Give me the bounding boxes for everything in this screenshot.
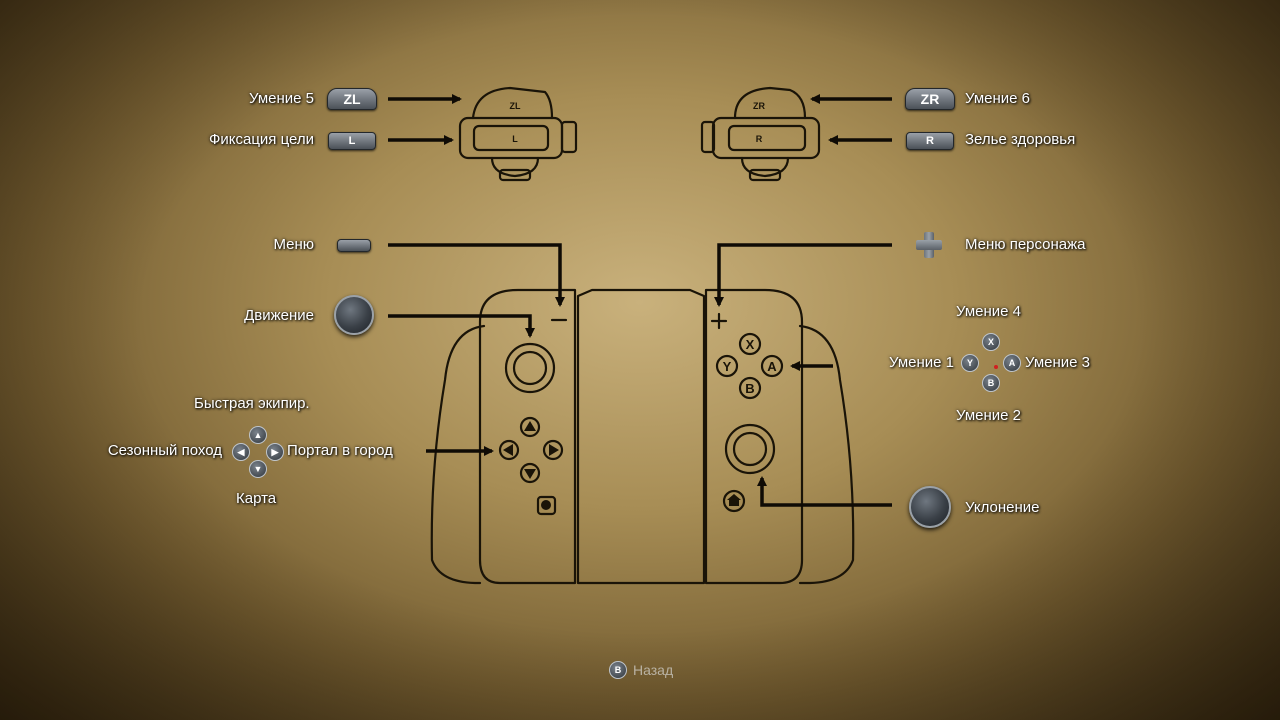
arrow-left-stick [388,314,535,338]
zl-button-icon: ZL [327,88,377,110]
face-center-dot [994,365,998,369]
left-stick-icon [334,295,374,335]
label-dodge: Уклонение [965,499,1040,516]
label-skill-3: Умение 3 [1025,354,1091,371]
plus-button-icon [914,230,944,260]
label-skill-5: Умение 5 [248,90,314,107]
diagram-x-text: X [746,337,755,352]
dpad-right-icon: ▶ [266,443,284,461]
y-button-icon: Y [961,354,979,372]
diagram-y-text: Y [723,359,732,374]
label-character-menu: Меню персонажа [965,236,1086,253]
back-prompt[interactable]: B Назад [609,660,673,680]
label-movement: Движение [244,307,314,324]
a-button-icon: A [1003,354,1021,372]
zr-button-icon: ZR [905,88,955,110]
diagram-l-text: L [512,134,518,144]
dpad-up-icon: ▲ [249,426,267,444]
grip-illustration [430,288,855,585]
diagram-a-text: A [767,359,777,374]
label-menu: Меню [273,236,314,253]
diagram-b-text: B [745,381,754,396]
label-quick-equip: Быстрая экипир. [194,395,310,412]
label-health-potion: Зелье здоровья [965,131,1076,148]
arrow-right-stick [757,476,892,507]
l-button-icon: L [328,132,376,150]
back-label: Назад [633,662,674,678]
b-button-icon-footer: B [609,661,627,679]
dpad-down-icon: ▼ [249,460,267,478]
diagram-zr-text: ZR [753,101,765,111]
arrow-minus [388,243,565,307]
label-target-lock: Фиксация цели [208,131,314,148]
right-stick-icon [909,486,951,528]
label-skill-4: Умение 4 [956,303,1022,320]
b-button-icon: B [982,374,1000,392]
diagram-r-text: R [756,134,763,144]
label-town-portal: Портал в город [287,442,393,459]
r-button-icon: R [906,132,954,150]
label-map: Карта [236,490,277,507]
label-seasonal-journey: Сезонный поход [107,442,222,459]
label-skill-2: Умение 2 [956,407,1022,424]
arrow-plus [714,243,892,307]
label-skill-6: Умение 6 [965,90,1031,107]
x-button-icon: X [982,333,1000,351]
label-skill-1: Умение 1 [888,354,954,371]
dpad-left-icon: ◀ [232,443,250,461]
minus-button-icon [337,239,371,252]
diagram-zl-text: ZL [510,101,521,111]
